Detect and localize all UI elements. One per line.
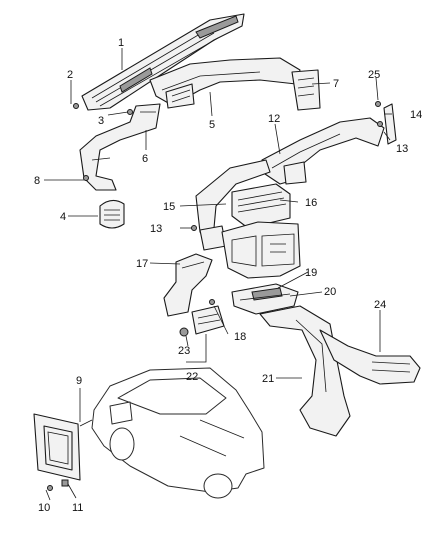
fasteners [47,101,383,491]
car-outline [91,367,265,499]
hvac-main-housing [221,221,301,279]
part-15-left-duct [195,159,271,251]
callout-12: 12 [268,113,280,125]
callout-15: 15 [163,201,175,213]
callout-1: 1 [118,37,124,49]
callout-11: 11 [72,502,83,514]
part-5-center-duct [149,57,301,109]
callout-6: 6 [142,153,148,165]
part-12-right-upper-duct [261,117,385,185]
part-24-rear-duct [319,329,421,385]
callout-21: 21 [262,373,274,385]
callout-17: 17 [136,258,148,270]
part-21-floor-duct [259,305,351,437]
callout-14: 14 [410,109,422,121]
callout-8: 8 [34,175,40,187]
callout-13-left: 13 [150,223,162,235]
callout-10: 10 [38,502,50,514]
callout-18: 18 [234,331,246,343]
part-14-bracket [383,103,397,145]
part-9-bezel [33,413,81,481]
callout-16: 16 [305,197,317,209]
part-1-defroster-duct [81,13,245,111]
part-16-heater-core [231,183,291,229]
callout-19: 19 [305,267,317,279]
callout-23: 23 [178,345,190,357]
callout-3: 3 [98,115,104,127]
part-4-round-outlet [99,199,125,229]
callout-25: 25 [368,69,380,81]
callout-20: 20 [324,286,336,298]
callout-5: 5 [209,119,215,131]
callout-24: 24 [374,299,386,311]
part-19-20-floor-distribution [231,283,299,315]
callout-22: 22 [186,371,198,383]
part-7-right-outlet [291,69,321,111]
part-6-left-duct [79,103,161,191]
leader-lines [44,48,392,501]
callout-13-right: 13 [396,143,408,155]
callout-labels: 1 2 3 4 5 6 7 8 9 10 11 12 13 13 14 15 1… [34,37,422,514]
callout-7: 7 [333,78,339,90]
callout-2: 2 [67,69,73,81]
part-17-lower-duct [163,253,213,317]
callout-9: 9 [76,375,82,387]
callout-4: 4 [60,211,66,223]
